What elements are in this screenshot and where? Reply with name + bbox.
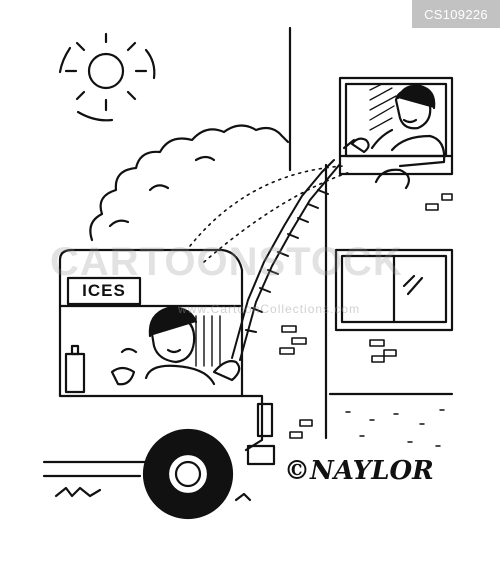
dotted-arc bbox=[189, 165, 345, 247]
man-in-window bbox=[342, 84, 446, 190]
extending-cone-tower bbox=[231, 159, 341, 361]
cartoon-id-badge: CS109226 bbox=[412, 0, 500, 28]
vendor-in-van bbox=[110, 306, 241, 386]
ice-cream-van bbox=[42, 248, 276, 520]
tree-outline bbox=[89, 124, 290, 242]
van-sign: ICES bbox=[82, 281, 126, 300]
artist-signature: ©NAYLOR bbox=[284, 456, 434, 486]
sun-icon bbox=[58, 32, 156, 122]
